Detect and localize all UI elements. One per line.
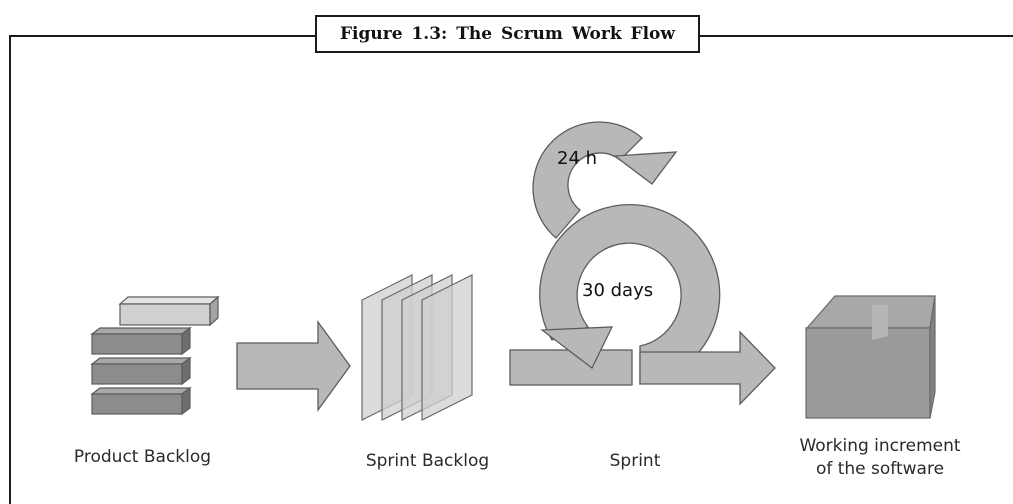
sprint-cycle-icon [509, 203, 776, 406]
daily-cycle-label: 24 h [557, 148, 598, 169]
figure-caption: Figure 1.3: The Scrum Work Flow [339, 24, 676, 44]
product-backlog-icon [90, 295, 220, 416]
increment-label-line1: Working increment [799, 436, 961, 456]
flow-arrow-1 [236, 320, 351, 412]
figure-frame [9, 35, 1013, 504]
increment-box-icon [805, 295, 936, 419]
sprint-cycle-label: 30 days [582, 280, 654, 301]
sprint-backlog-icon [361, 274, 473, 421]
sprint-backlog-label: Sprint Backlog [365, 451, 490, 471]
figure-caption-box: Figure 1.3: The Scrum Work Flow [315, 15, 700, 53]
daily-cycle-icon [532, 121, 678, 239]
sprint-label: Sprint [609, 451, 661, 471]
increment-label-line2: of the software [815, 459, 945, 479]
product-backlog-label: Product Backlog [73, 447, 212, 467]
